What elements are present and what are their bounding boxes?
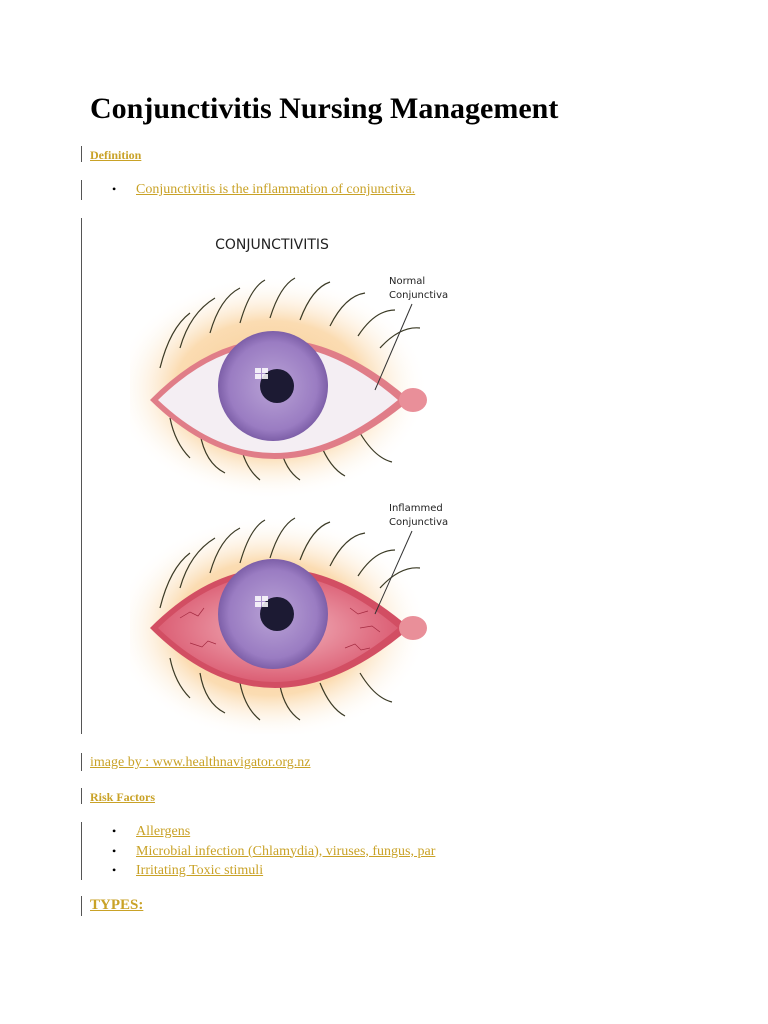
conjunctivitis-figure: CONJUNCTIVITIS Normal Conjunctiva xyxy=(81,218,502,734)
bullet-icon: • xyxy=(112,843,117,858)
risk-factors-heading-link[interactable]: Risk Factors xyxy=(90,790,155,804)
risk-factor-irritants-link[interactable]: Irritating Toxic stimuli xyxy=(136,863,264,878)
types-heading-block: TYPES: xyxy=(81,896,143,916)
image-credit-block: image by : www.healthnavigator.org.nz xyxy=(81,753,310,771)
label-normal-line2: Conjunctiva xyxy=(389,290,448,301)
label-inflamed-line1: Inflammed xyxy=(389,503,443,514)
definition-heading-link[interactable]: Definition xyxy=(90,148,142,162)
definition-heading-block: Definition xyxy=(81,146,141,162)
eye-illustration: CONJUNCTIVITIS Normal Conjunctiva xyxy=(130,237,448,734)
definition-list: • Conjunctivitis is the inflammation of … xyxy=(82,180,415,200)
risk-factors-heading-block: Risk Factors xyxy=(81,788,155,804)
list-item: • Allergens xyxy=(82,822,435,842)
definition-list-block: • Conjunctivitis is the inflammation of … xyxy=(81,180,415,200)
bullet-icon: • xyxy=(112,863,117,877)
list-item: • Microbial infection (Chlamydia), virus… xyxy=(82,842,435,862)
bullet-icon: • xyxy=(112,824,117,838)
figure-title: CONJUNCTIVITIS xyxy=(215,237,329,253)
list-item: • Irritating Toxic stimuli xyxy=(82,861,435,881)
page-title: Conjunctivitis Nursing Management xyxy=(90,92,559,125)
risk-factor-allergens-link[interactable]: Allergens xyxy=(136,824,191,839)
risk-factors-list: • Allergens • Microbial infection (Chlam… xyxy=(82,822,435,881)
types-heading-link[interactable]: TYPES: xyxy=(90,897,144,913)
image-credit-link[interactable]: image by : www.healthnavigator.org.nz xyxy=(90,755,311,770)
risk-factors-list-block: • Allergens • Microbial infection (Chlam… xyxy=(81,822,435,880)
risk-factor-microbial-link[interactable]: Microbial infection (Chlamydia), viruses… xyxy=(136,843,436,859)
definition-item-link[interactable]: Conjunctivitis is the inflammation of co… xyxy=(136,182,416,197)
list-item: • Conjunctivitis is the inflammation of … xyxy=(82,180,415,200)
bullet-icon: • xyxy=(112,182,117,196)
label-inflamed-line2: Conjunctiva xyxy=(389,517,448,528)
label-normal-line1: Normal xyxy=(389,276,425,287)
